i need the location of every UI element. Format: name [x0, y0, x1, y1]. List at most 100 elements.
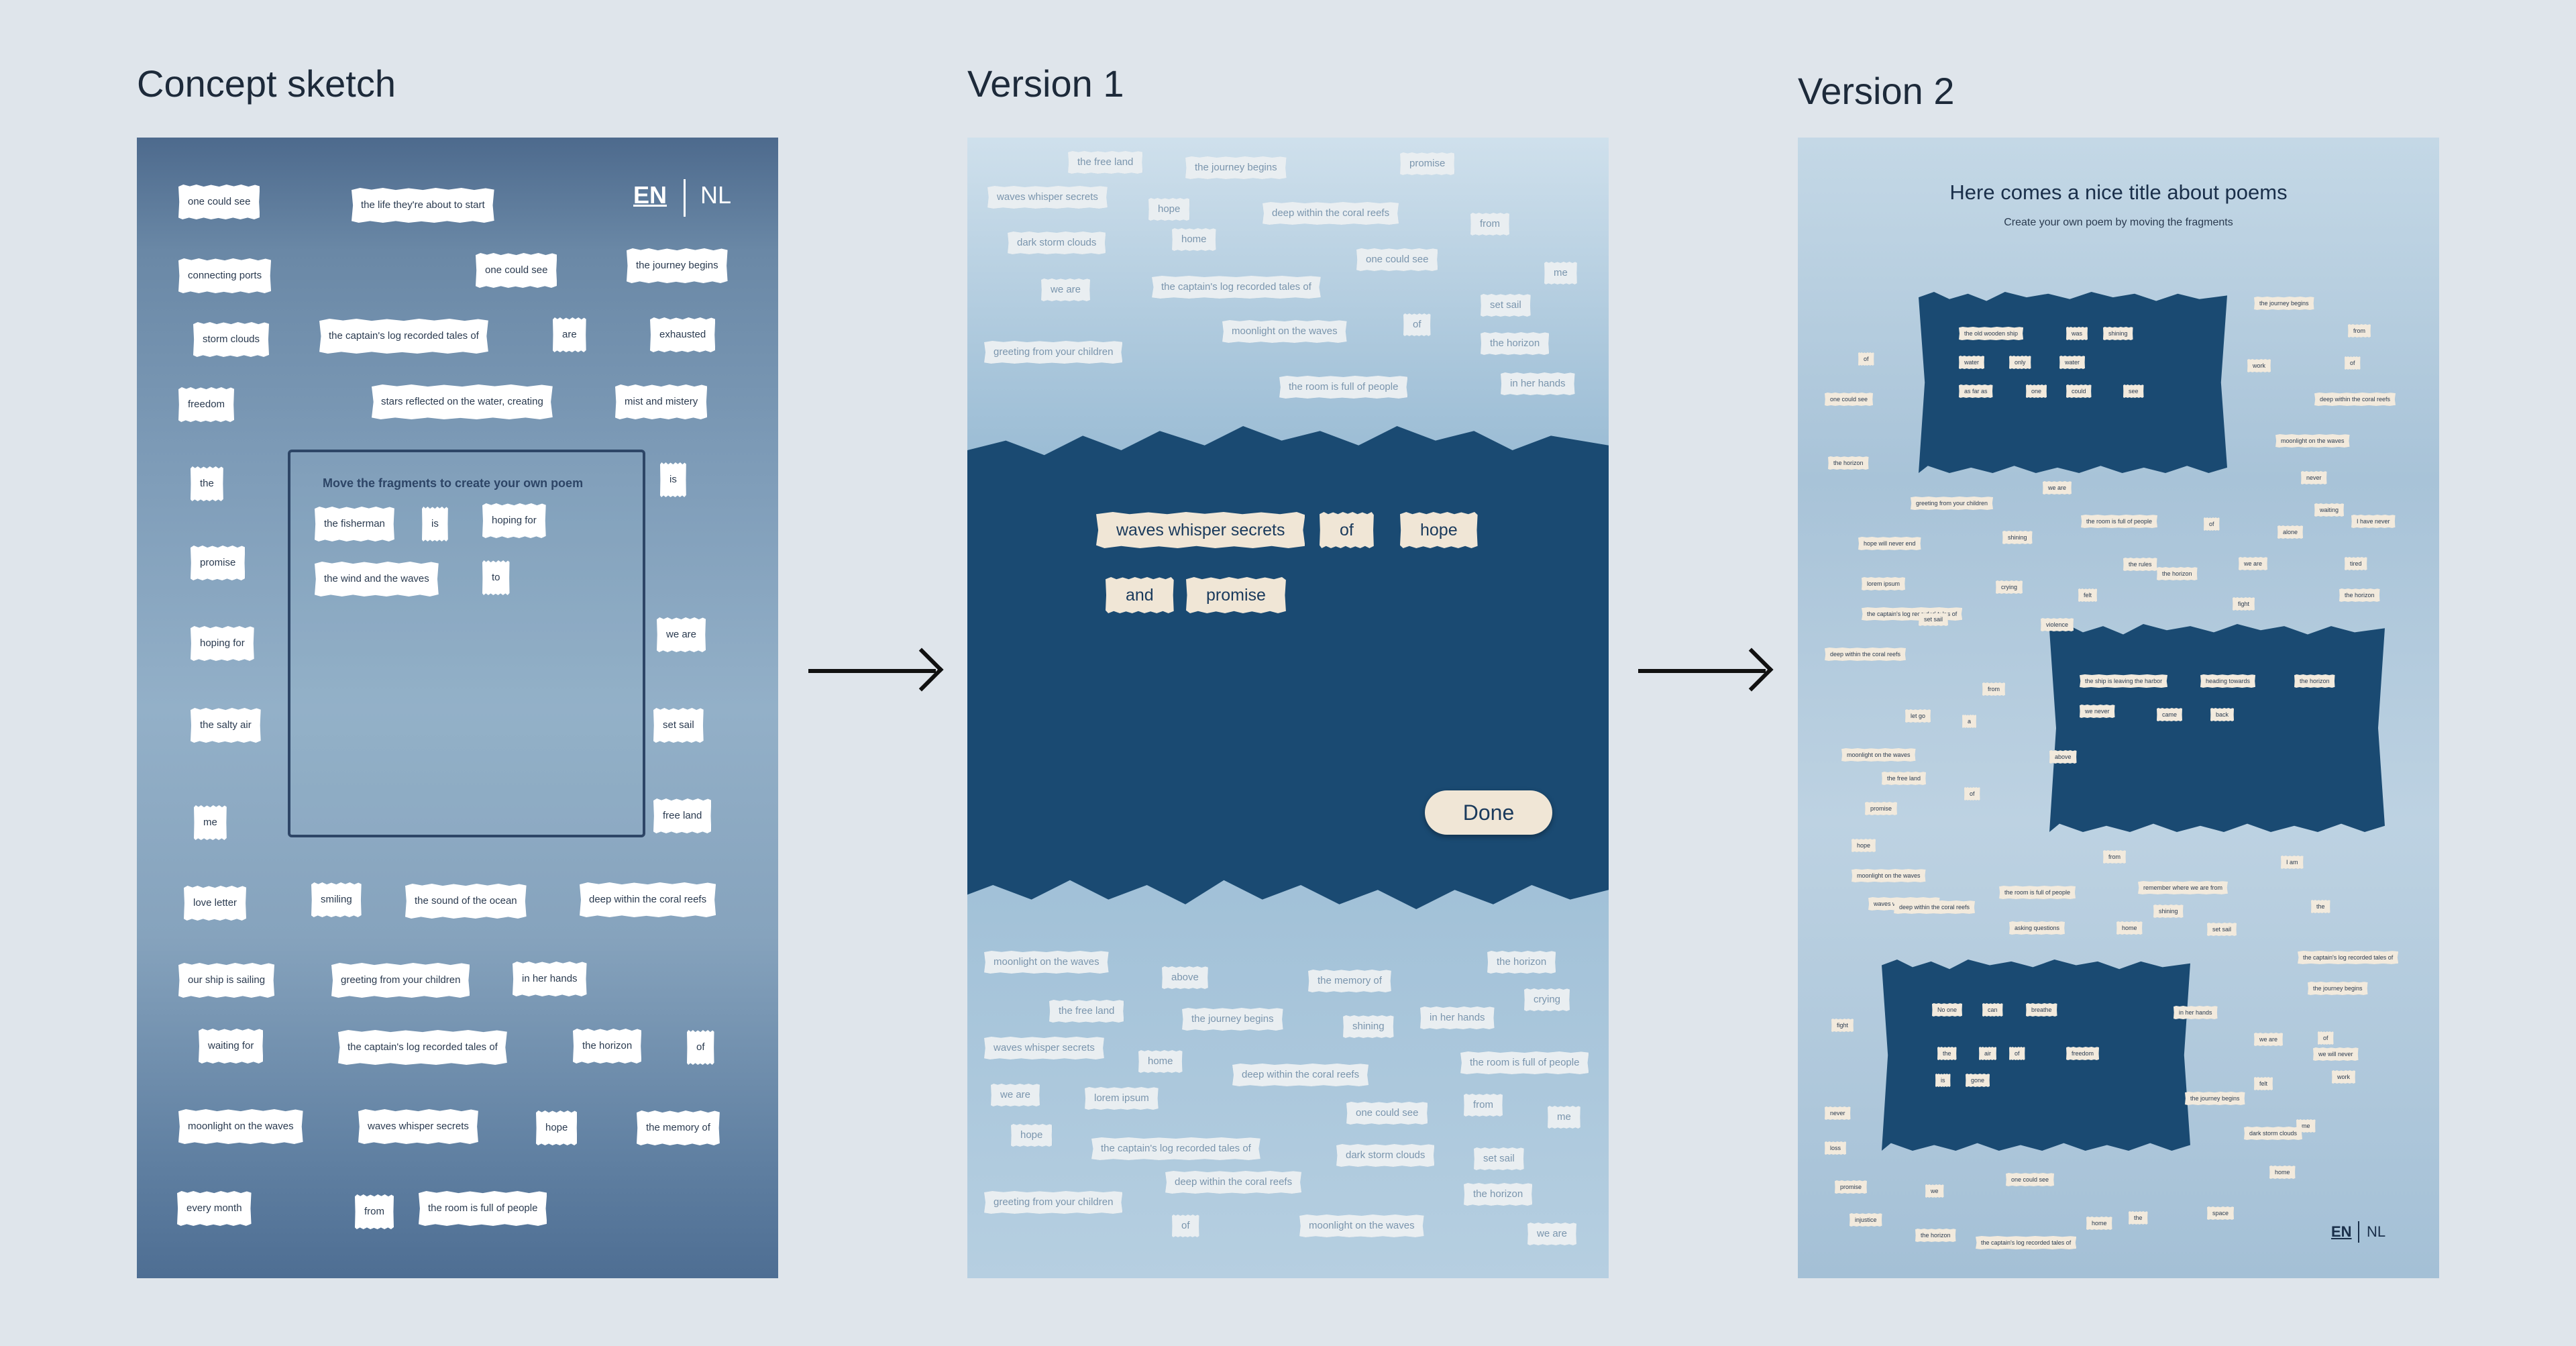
- poem-fragment[interactable]: of: [2318, 1031, 2334, 1045]
- lang-en-toggle[interactable]: EN: [633, 181, 667, 209]
- poem-fragment[interactable]: lorem ipsum: [1862, 577, 1906, 590]
- poem-fragment[interactable]: crying: [1524, 988, 1570, 1011]
- poem-fragment[interactable]: deep within the coral reefs: [1165, 1171, 1302, 1194]
- poem-fragment[interactable]: felt: [2078, 588, 2098, 602]
- poem-drop-area[interactable]: Move the fragments to create your own po…: [288, 450, 645, 837]
- poem-fragment[interactable]: work: [2247, 359, 2271, 372]
- poem-fragment[interactable]: the horizon: [1487, 951, 1556, 974]
- poem-fragment[interactable]: set sail: [653, 708, 704, 743]
- poem-fragment[interactable]: crying: [1996, 580, 2023, 594]
- poem-fragment[interactable]: deep within the coral reefs: [2314, 393, 2396, 406]
- poem-fragment[interactable]: shining: [1343, 1015, 1394, 1038]
- poem-fragment[interactable]: in her hands: [1420, 1006, 1495, 1029]
- poem-fragment[interactable]: hope: [1851, 839, 1876, 852]
- poem-fragment[interactable]: promise: [1835, 1180, 1868, 1194]
- poem-fragment[interactable]: moonlight on the waves: [1841, 748, 1916, 762]
- poem-fragment[interactable]: greeting from your children: [984, 341, 1123, 364]
- poem-fragment[interactable]: the ship is leaving the harbor: [2080, 674, 2168, 688]
- poem-fragment[interactable]: one could see: [476, 253, 557, 288]
- poem-fragment[interactable]: the room is full of people: [419, 1191, 547, 1226]
- poem-fragment[interactable]: from: [2348, 324, 2371, 338]
- poem-fragment[interactable]: mist and mistery: [615, 384, 708, 419]
- poem-fragment[interactable]: from: [1464, 1094, 1503, 1117]
- poem-fragment[interactable]: the journey begins: [1182, 1008, 1283, 1031]
- poem-fragment[interactable]: was: [2066, 327, 2088, 340]
- poem-fragment[interactable]: waves whisper secrets: [1096, 512, 1305, 548]
- done-button[interactable]: Done: [1425, 790, 1552, 835]
- poem-fragment[interactable]: promise: [1865, 802, 1898, 815]
- poem-fragment[interactable]: the horizon: [1464, 1183, 1533, 1206]
- poem-fragment[interactable]: moonlight on the waves: [1299, 1214, 1424, 1237]
- poem-fragment[interactable]: the journey begins: [1185, 156, 1287, 179]
- poem-fragment[interactable]: moonlight on the waves: [984, 951, 1109, 974]
- poem-fragment[interactable]: of: [2009, 1047, 2025, 1060]
- poem-fragment[interactable]: the journey begins: [627, 248, 728, 283]
- poem-fragment[interactable]: from: [1982, 682, 2005, 696]
- poem-fragment[interactable]: we never: [2080, 705, 2115, 718]
- poem-fragment[interactable]: one could see: [1346, 1102, 1428, 1125]
- poem-fragment[interactable]: the room is full of people: [1999, 886, 2076, 899]
- poem-fragment[interactable]: the horizon: [1481, 332, 1550, 355]
- poem-fragment[interactable]: the horizon: [2339, 588, 2380, 602]
- poem-fragment[interactable]: and: [1106, 577, 1174, 613]
- poem-fragment[interactable]: hope: [1148, 198, 1190, 221]
- poem-fragment[interactable]: the old wooden ship: [1959, 327, 2024, 340]
- poem-fragment[interactable]: the captain's log recorded tales of: [1976, 1236, 2077, 1249]
- poem-fragment[interactable]: shining: [2002, 531, 2033, 544]
- poem-fragment[interactable]: the horizon: [1915, 1229, 1956, 1242]
- poem-fragment[interactable]: moonlight on the waves: [1851, 869, 1926, 882]
- poem-fragment[interactable]: hoping for: [191, 626, 254, 661]
- poem-fragment[interactable]: the journey begins: [2254, 297, 2314, 310]
- poem-fragment[interactable]: fight: [2233, 597, 2255, 611]
- poem-fragment[interactable]: we are: [2239, 557, 2268, 570]
- poem-fragment[interactable]: greeting from your children: [331, 963, 470, 998]
- poem-fragment[interactable]: the captain's log recorded tales of: [2298, 951, 2399, 964]
- poem-fragment[interactable]: waves whisper secrets: [984, 1037, 1104, 1059]
- poem-box-3[interactable]: [1882, 960, 2190, 1151]
- poem-fragment[interactable]: deep within the coral reefs: [1894, 900, 1976, 914]
- poem-fragment[interactable]: home: [1138, 1050, 1183, 1073]
- poem-fragment[interactable]: never: [2301, 471, 2327, 484]
- poem-fragment[interactable]: dark storm clouds: [1336, 1144, 1435, 1167]
- poem-fragment[interactable]: space: [2207, 1206, 2235, 1220]
- poem-fragment[interactable]: set sail: [1919, 613, 1949, 626]
- poem-fragment[interactable]: the: [2311, 900, 2330, 913]
- poem-fragment[interactable]: deep within the coral reefs: [1825, 648, 1907, 661]
- poem-fragment[interactable]: we: [1925, 1184, 1944, 1198]
- poem-fragment[interactable]: me: [194, 805, 227, 840]
- poem-fragment[interactable]: greeting from your children: [1911, 497, 1994, 510]
- poem-fragment[interactable]: the horizon: [1828, 456, 1869, 470]
- poem-fragment[interactable]: the: [191, 466, 223, 501]
- poem-fragment[interactable]: alone: [2277, 525, 2304, 539]
- lang-nl-toggle[interactable]: NL: [2367, 1223, 2386, 1240]
- lang-nl-toggle[interactable]: NL: [700, 181, 732, 209]
- poem-fragment[interactable]: the wind and the waves: [315, 562, 439, 597]
- poem-fragment[interactable]: as far as: [1959, 384, 1993, 398]
- poem-fragment[interactable]: the life they're about to start: [352, 188, 494, 223]
- poem-fragment[interactable]: from: [2103, 850, 2126, 864]
- poem-fragment[interactable]: the free land: [1049, 1000, 1124, 1023]
- poem-fragment[interactable]: moonlight on the waves: [2275, 434, 2350, 448]
- poem-fragment[interactable]: home: [2269, 1166, 2296, 1179]
- poem-fragment[interactable]: one could see: [178, 185, 260, 219]
- poem-fragment[interactable]: lorem ipsum: [1085, 1087, 1159, 1110]
- poem-fragment[interactable]: dark storm clouds: [2244, 1127, 2303, 1140]
- poem-fragment[interactable]: the salty air: [191, 708, 261, 743]
- poem-fragment[interactable]: every month: [177, 1191, 252, 1226]
- poem-fragment[interactable]: set sail: [2207, 923, 2237, 936]
- poem-fragment[interactable]: one could see: [2006, 1173, 2055, 1186]
- poem-fragment[interactable]: is: [1935, 1074, 1951, 1087]
- poem-drop-area[interactable]: [967, 426, 1609, 909]
- poem-fragment[interactable]: the room is full of people: [1279, 376, 1408, 399]
- poem-fragment[interactable]: the memory of: [637, 1110, 720, 1145]
- poem-fragment[interactable]: tired: [2345, 557, 2367, 570]
- poem-fragment[interactable]: the room is full of people: [2081, 515, 2158, 528]
- poem-fragment[interactable]: the rules: [2123, 558, 2157, 571]
- poem-fragment[interactable]: came: [2157, 708, 2183, 721]
- poem-fragment[interactable]: remember where we are from: [2138, 881, 2229, 894]
- poem-fragment[interactable]: love letter: [184, 886, 247, 921]
- poem-fragment[interactable]: is: [422, 507, 448, 541]
- poem-fragment[interactable]: we are: [1041, 278, 1091, 301]
- poem-box-2[interactable]: [2049, 624, 2385, 832]
- poem-fragment[interactable]: to: [482, 560, 510, 595]
